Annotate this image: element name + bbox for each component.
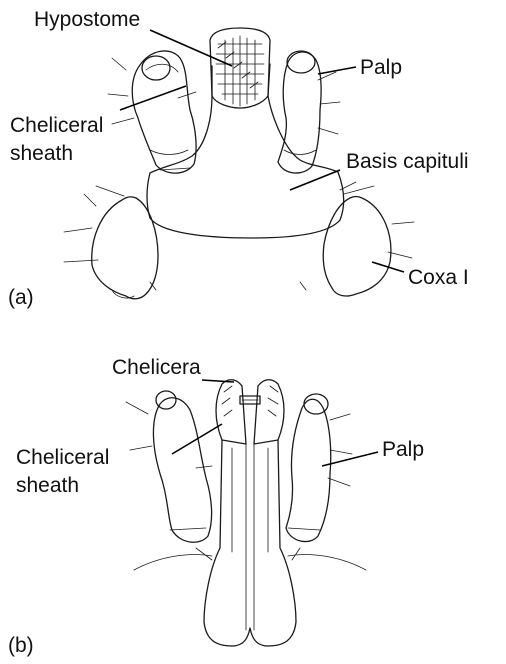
leader-cheliceral-sheath-b bbox=[172, 424, 222, 454]
leader-palp-a bbox=[318, 67, 356, 74]
palp-left-a bbox=[108, 51, 196, 173]
coxa-left-a bbox=[64, 194, 158, 299]
label-palp-b: Palp bbox=[382, 438, 424, 462]
label-palp-a: Palp bbox=[360, 56, 402, 80]
leader-hypostome bbox=[150, 30, 232, 66]
label-chelicera: Chelicera bbox=[112, 356, 201, 380]
leader-cheliceral-sheath-a bbox=[120, 86, 186, 110]
panel-label-b: (b) bbox=[8, 634, 34, 658]
cheliceral-base-shape bbox=[204, 440, 296, 646]
label-cheliceral-sheath-b-line1: Cheliceral bbox=[16, 446, 109, 470]
label-basis-capituli: Basis capituli bbox=[346, 150, 469, 174]
label-cheliceral-sheath-a-line1: Cheliceral bbox=[10, 114, 103, 138]
chelicera-tips bbox=[216, 380, 284, 444]
coxa-right-a bbox=[300, 182, 414, 296]
hypostome-shape bbox=[210, 28, 270, 108]
leader-coxa bbox=[372, 262, 404, 272]
label-cheliceral-sheath-b-line2: sheath bbox=[16, 474, 79, 498]
label-cheliceral-sheath-a-line2: sheath bbox=[10, 142, 73, 166]
palp-right-a bbox=[278, 51, 340, 173]
panel-b-drawing bbox=[126, 380, 366, 646]
palp-right-b bbox=[286, 394, 352, 542]
label-coxa: Coxa I bbox=[408, 266, 469, 290]
label-hypostome: Hypostome bbox=[34, 8, 140, 32]
panel-label-a: (a) bbox=[8, 286, 34, 310]
palp-left-b bbox=[126, 391, 212, 542]
